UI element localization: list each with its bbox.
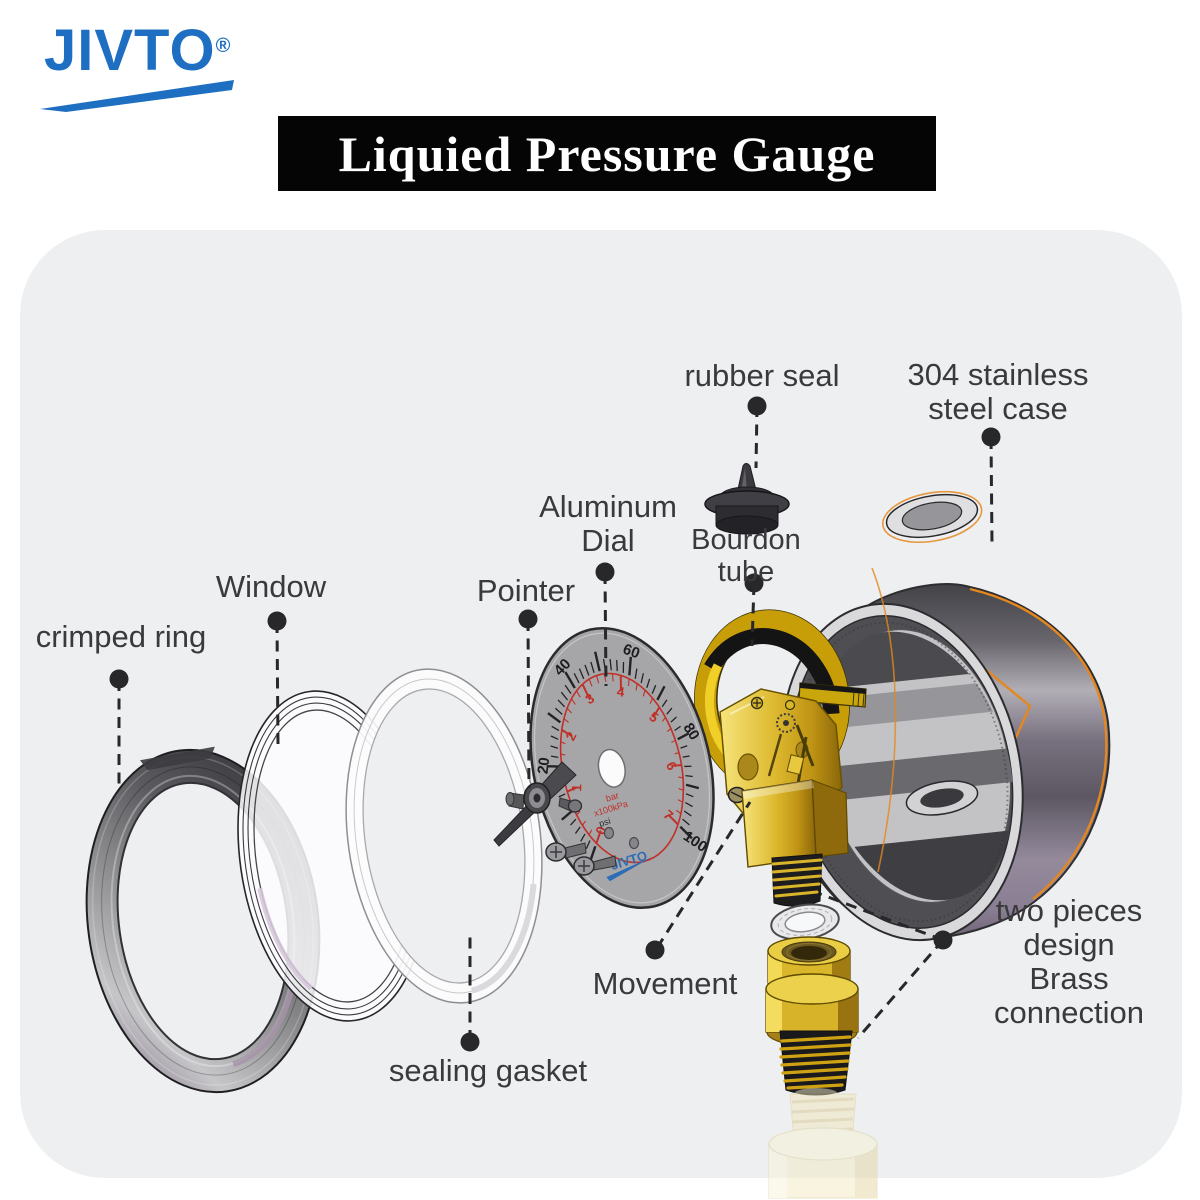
case-bottom-cutout: [905, 780, 979, 816]
dial-number: 1: [569, 783, 584, 792]
dial-number: 20: [534, 756, 553, 775]
logo-swoosh-icon: [40, 80, 234, 112]
part-movement: [719, 688, 849, 907]
brand-logo-text: JIVTO: [44, 18, 216, 83]
registered-mark: ®: [215, 35, 231, 57]
label-brass-connection: two pieces design Brass connection: [994, 892, 1144, 1031]
case-top-hole: [881, 491, 983, 543]
label-stainless-case: 304 stainless steel case: [907, 356, 1089, 426]
dial-number: 4: [616, 684, 626, 700]
part-pointer: [493, 761, 577, 847]
part-aluminum-dial: 20 40 60 80 100 0 1 2 3 4 5 6 7 bar x100…: [529, 626, 715, 910]
part-sealing-gasket: [345, 668, 543, 1004]
dial-unit: psi: [598, 816, 612, 829]
label-crimped-ring: crimped ring: [35, 618, 207, 654]
dial-screws: [545, 797, 640, 876]
label-movement: Movement: [592, 965, 738, 1001]
label-window: Window: [215, 568, 327, 604]
part-rubber-seal: [704, 463, 790, 535]
dial-unit: bar: [605, 790, 620, 803]
label-aluminum-dial: Aluminum Dial: [539, 488, 677, 558]
leader-lines: [117, 405, 994, 1041]
title-banner: Liquied Pressure Gauge: [278, 116, 936, 191]
label-pointer: Pointer: [476, 572, 576, 608]
dial-number: 60: [621, 641, 642, 663]
brass-washer: [770, 903, 840, 941]
brass-thread-stem: [779, 1030, 853, 1096]
label-rubber-seal: rubber seal: [684, 357, 840, 393]
label-bourdon-tube: Bourdon tube: [691, 524, 801, 588]
brand-logo: JIVTO®: [40, 22, 264, 112]
dial-brand-swoosh: [606, 856, 653, 882]
label-sealing-gasket: sealing gasket: [388, 1052, 588, 1088]
title-text: Liquied Pressure Gauge: [338, 125, 876, 182]
brass-ghost-part: [768, 1088, 878, 1199]
dial-number: 80: [679, 720, 702, 743]
leader-dots: [109, 396, 1001, 1052]
part-brass-connection: [765, 903, 878, 1199]
